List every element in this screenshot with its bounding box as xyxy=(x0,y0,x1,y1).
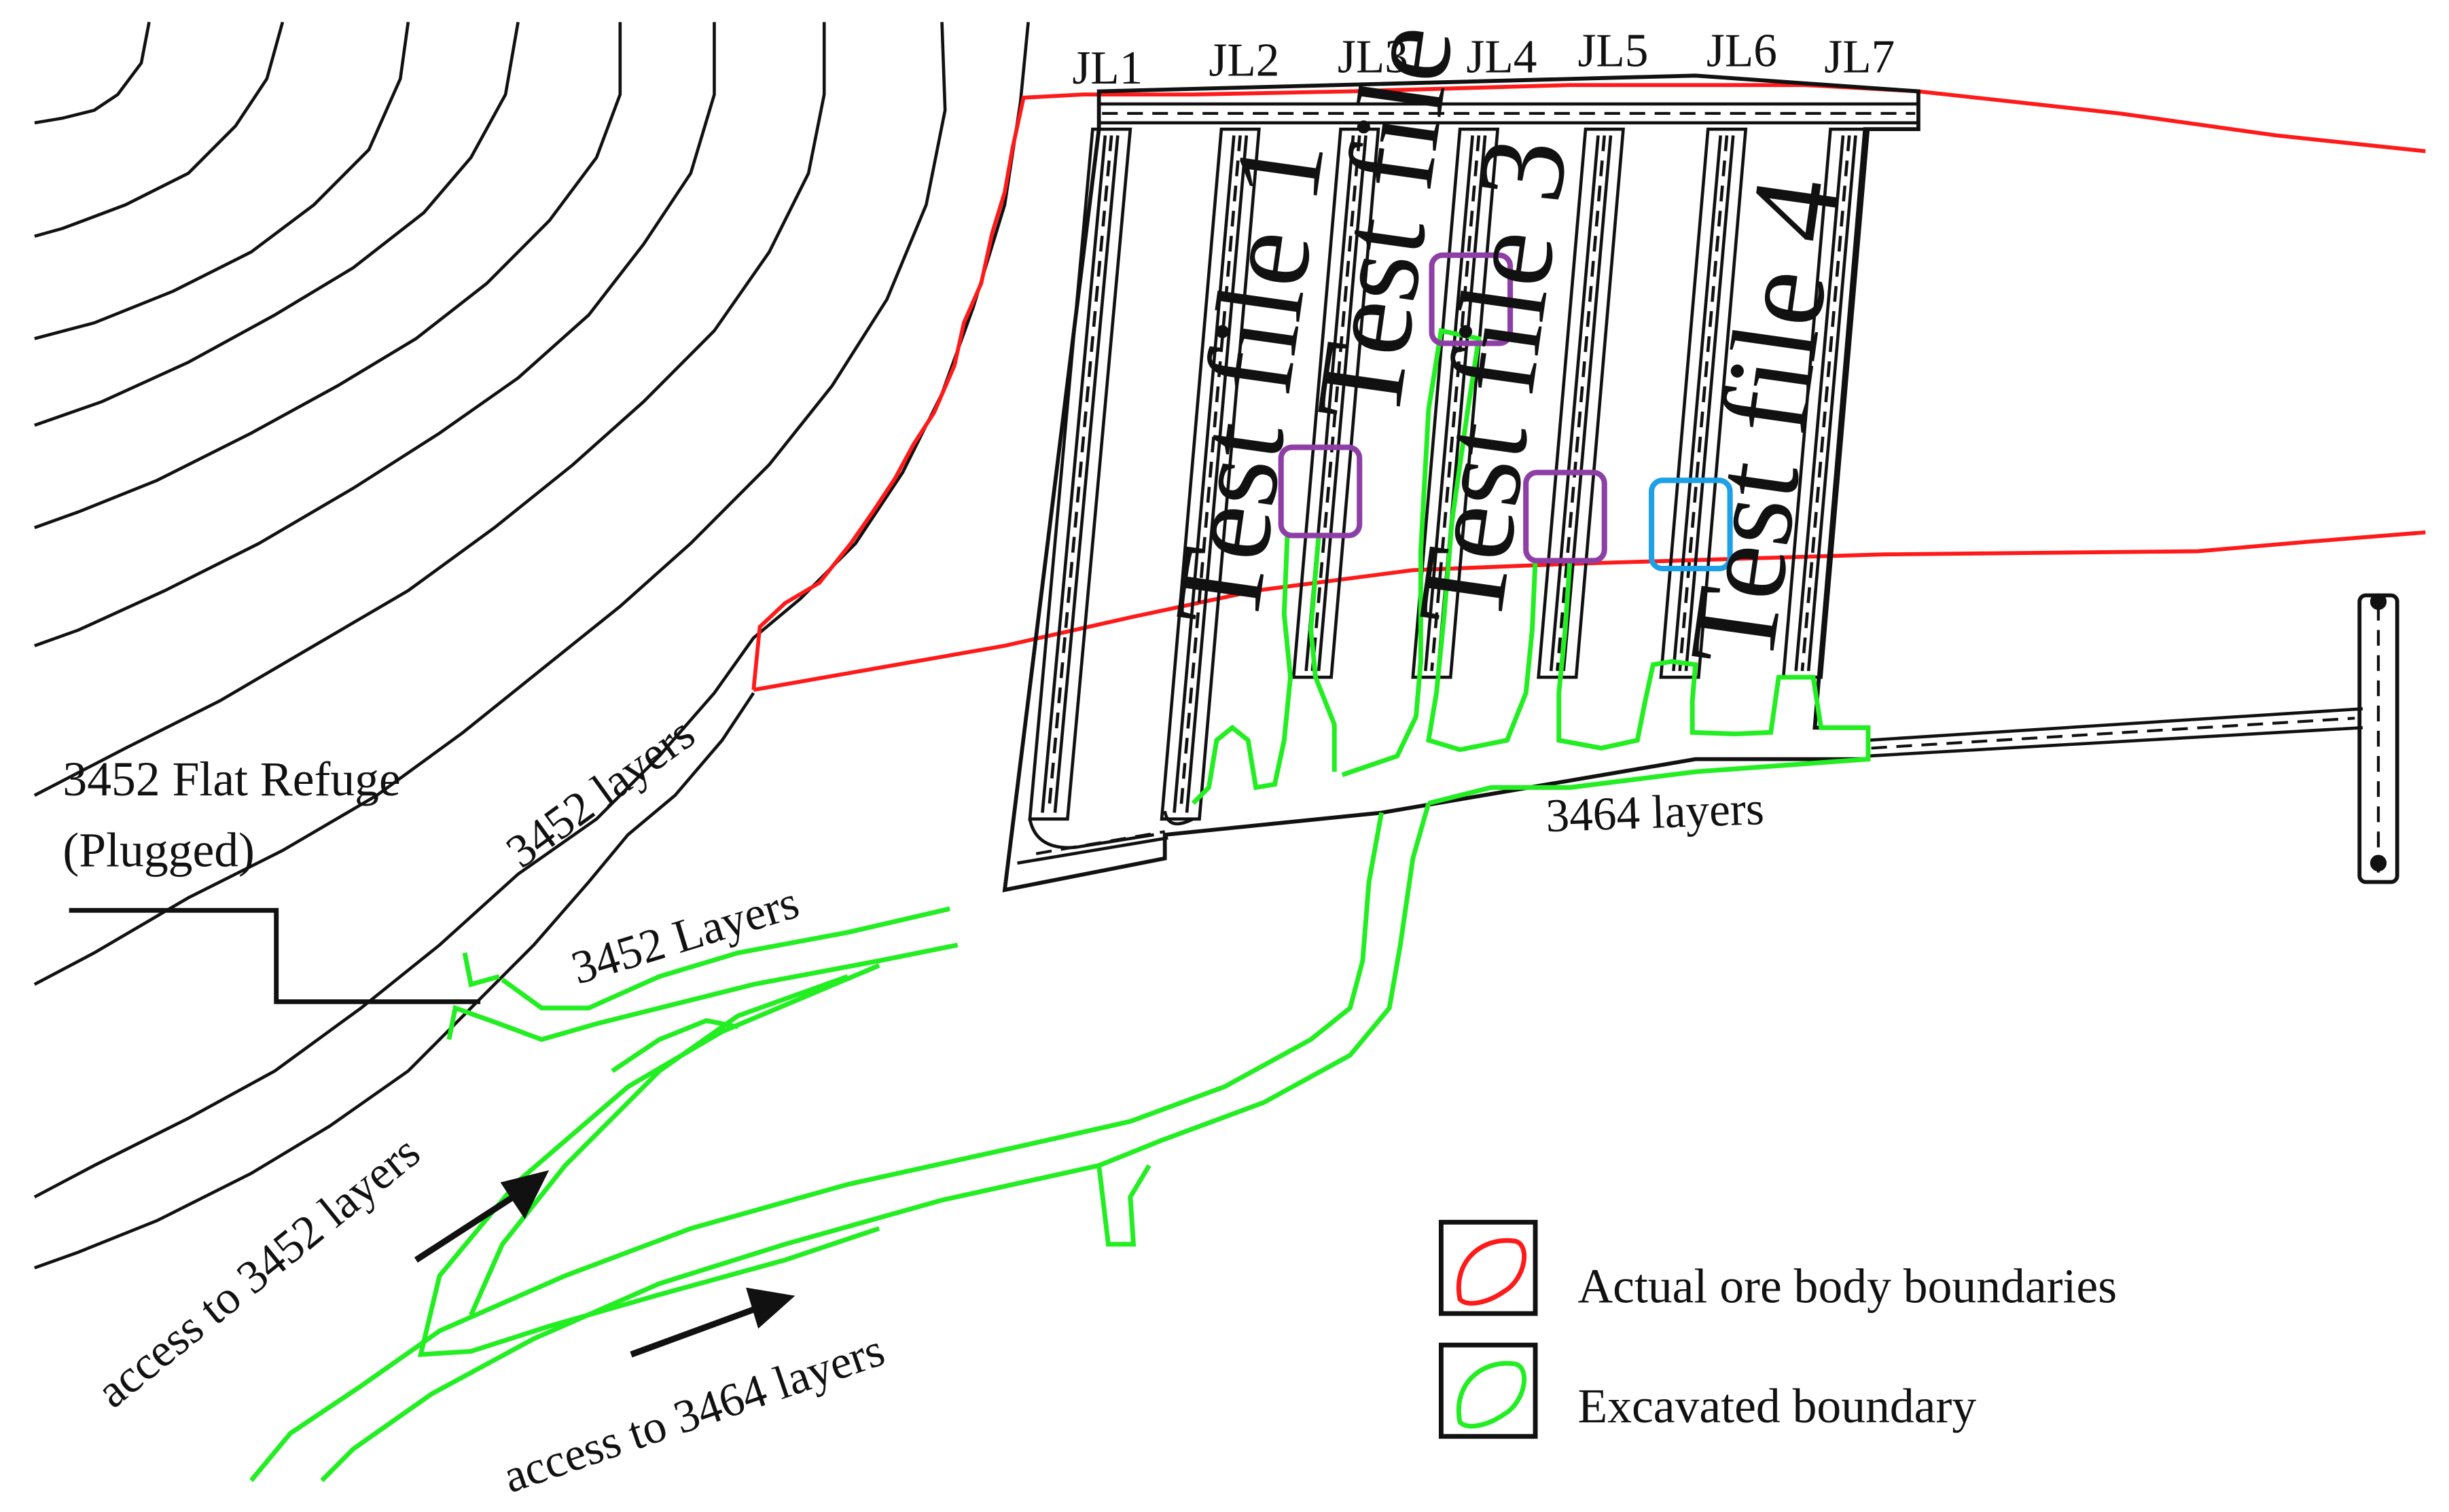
test-file-label: Test file 4 xyxy=(1664,170,1866,673)
excavated-hairpin-return xyxy=(611,1018,738,1073)
drift-inner-edge xyxy=(1173,135,1236,813)
drift-label-jl2: JL2 xyxy=(1209,34,1279,86)
legend-label-ore: Actual ore body boundaries xyxy=(1577,1259,2117,1313)
drift xyxy=(1537,127,1625,679)
drift-centerline xyxy=(1678,135,1729,671)
drift-inner-edge xyxy=(1684,135,1735,671)
layers-3452-upper-label: 3452 layers xyxy=(497,707,704,878)
arrow-access-3464 xyxy=(630,1304,762,1358)
drift-outline xyxy=(1291,127,1380,679)
excavated-branch-tf2 xyxy=(1341,327,1871,806)
excavated-main-trunk xyxy=(1191,535,1337,806)
contour-lines xyxy=(33,21,1030,1270)
refuge-label: 3452 Flat Refuge xyxy=(62,752,400,806)
drift-outline xyxy=(1160,127,1261,821)
drift-centerline xyxy=(1179,135,1242,813)
drift-inner-edge xyxy=(1549,135,1600,671)
drift-centerline xyxy=(1556,135,1607,671)
drift-inner-edge xyxy=(1562,135,1613,671)
drift-centerline xyxy=(1430,135,1481,671)
east-road-edge xyxy=(1867,725,2363,758)
contour-line xyxy=(34,22,151,125)
test-box-test-file-1 xyxy=(1278,444,1363,539)
contour-line xyxy=(34,21,285,238)
drift-bottom-bend xyxy=(1028,818,1154,850)
layers-3464-label: 3464 layers xyxy=(1545,782,1765,842)
access-arrows xyxy=(414,1170,796,1358)
excavated-side-stub xyxy=(1096,1164,1151,1247)
drift-labels: JL1 JL2 JL3 JL4 JL5 JL6 JL7 xyxy=(1072,24,1895,94)
drift-label-jl4: JL4 xyxy=(1466,31,1537,84)
drift xyxy=(1781,127,1870,679)
arrow-head-icon xyxy=(746,1287,796,1329)
drift-inner-edge xyxy=(1794,135,1845,671)
access-3464-label: access to 3464 layers xyxy=(497,1324,891,1504)
excavated-south-tunnel-inner xyxy=(320,802,1431,1483)
arrow-access-3452 xyxy=(414,1191,520,1263)
east-road-centerline xyxy=(1871,717,2355,750)
drift-label-jl5: JL5 xyxy=(1577,24,1648,77)
drift xyxy=(1659,127,1748,679)
contour-line xyxy=(33,22,947,986)
survey-point-icon xyxy=(2370,854,2387,871)
drift-outline xyxy=(1411,127,1500,679)
test-box-test-file-4 xyxy=(1649,478,1733,572)
drift-label-jl7: JL7 xyxy=(1824,31,1895,84)
refuge-label-sub: (Plugged) xyxy=(62,823,255,877)
contour-line xyxy=(34,22,520,427)
drift-outline xyxy=(1537,127,1625,679)
contour-line xyxy=(34,691,755,1270)
excavated-south-tunnel xyxy=(249,812,1384,1482)
test-boxes xyxy=(1278,252,1733,572)
drift-centerline xyxy=(1047,135,1113,813)
excavated-boundary xyxy=(249,327,1871,1483)
excavated-hairpin xyxy=(417,963,880,1357)
drift-bottom-bend xyxy=(1163,810,1194,826)
drift-inner-edge xyxy=(1053,135,1120,813)
contour-line xyxy=(34,22,622,529)
test-box-test-file-3 xyxy=(1523,469,1607,564)
test-box-test-file-2 xyxy=(1429,252,1514,346)
contour-line xyxy=(34,22,716,647)
drift xyxy=(1160,127,1261,821)
excavated-3452-layers xyxy=(446,906,959,1043)
ore-boundary-lower xyxy=(753,530,2426,692)
legend-swatch-box xyxy=(1438,1342,1538,1439)
arrow-head-icon xyxy=(500,1170,550,1219)
contour-line xyxy=(34,22,410,340)
drift-inner-edge xyxy=(1806,135,1857,671)
legend-label-excavated: Excavated boundary xyxy=(1577,1379,1976,1433)
drift-label-jl3: JL3 xyxy=(1338,31,1408,84)
contour-line xyxy=(33,22,1030,1199)
drift-inner-edge xyxy=(1672,135,1723,671)
drift-inner-edge xyxy=(1317,135,1367,671)
drift-label-jl1: JL1 xyxy=(1072,42,1143,94)
drift-inner-edge xyxy=(1185,135,1249,813)
layers-3452-lower-label: 3452 Layers xyxy=(566,876,805,995)
east-road-edge xyxy=(1867,707,2363,742)
drift xyxy=(1028,127,1132,821)
bottom-road-edge xyxy=(1017,836,1168,865)
red-loop-icon xyxy=(1456,1238,1526,1306)
drift-centerline xyxy=(1800,135,1851,671)
drift-inner-edge xyxy=(1041,135,1107,813)
green-loop-icon xyxy=(1456,1361,1526,1429)
drift-outline xyxy=(1028,127,1132,821)
drift-label-jl6: JL6 xyxy=(1706,24,1777,77)
drift-inner-edge xyxy=(1423,135,1474,671)
refuge-plug-line xyxy=(69,907,481,1005)
survey-point-icon xyxy=(2370,593,2387,610)
legend-swatch-box xyxy=(1438,1219,1538,1316)
drift-centerline xyxy=(1310,135,1361,671)
ore-boundary-upper xyxy=(751,83,2426,690)
drift-outline xyxy=(1659,127,1748,679)
drift-outline xyxy=(1781,127,1870,679)
legend: Actual ore body boundaries Excavated bou… xyxy=(1438,1219,2117,1439)
contour-line xyxy=(33,22,826,797)
